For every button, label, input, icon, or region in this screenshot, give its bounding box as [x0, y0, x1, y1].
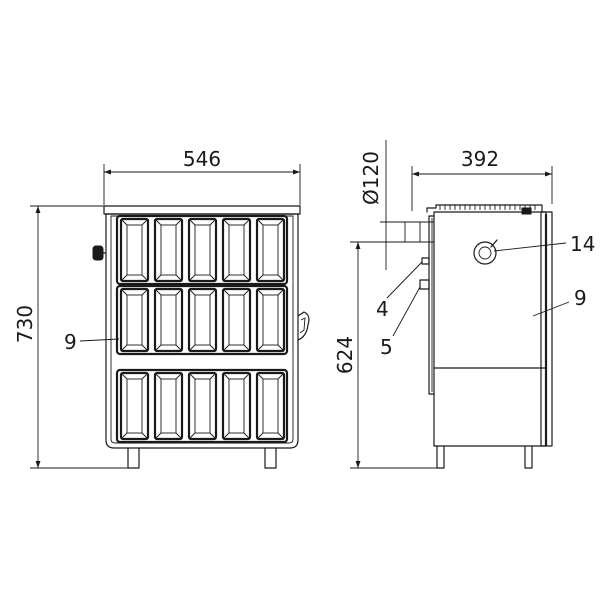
front-tile	[119, 371, 150, 441]
front-tile	[153, 217, 184, 283]
front-tile	[187, 287, 218, 353]
front-tile	[221, 371, 252, 441]
front-right-handle	[297, 311, 310, 341]
callout-front-9: 9	[64, 330, 120, 354]
side-front-lever	[419, 279, 430, 290]
front-tile	[255, 287, 286, 353]
front-tile	[153, 287, 184, 353]
front-tile	[255, 371, 286, 441]
front-tile-panel-middle	[115, 284, 289, 356]
dimension-label-546: 546	[183, 147, 221, 171]
callout-side-9: 9	[532, 286, 587, 317]
front-tile	[187, 371, 218, 441]
side-rear-panel-frame	[540, 211, 553, 447]
front-top-plate	[103, 205, 301, 215]
side-foot-front	[436, 445, 445, 469]
dimension-side-depth: 392	[411, 147, 553, 211]
dimension-front-width: 546	[103, 147, 301, 205]
callout-label-side-9: 9	[574, 286, 587, 310]
front-body-inner-outline	[110, 215, 294, 444]
dimension-flue-diameter: Ø120	[359, 140, 434, 270]
side-top-ribs	[439, 205, 536, 210]
side-front-door-edge	[428, 215, 435, 395]
callout-label-side-4: 4	[376, 297, 389, 321]
callout-side-4: 4	[376, 261, 423, 321]
side-flue-outlet-outer	[473, 241, 497, 265]
front-view	[92, 205, 310, 469]
front-tile	[187, 217, 218, 283]
front-tile	[119, 287, 150, 353]
dimension-side-height: 624	[333, 241, 437, 469]
side-foot-rear	[524, 445, 533, 469]
side-top-bracket	[521, 207, 532, 215]
front-tile-panel-bottom	[115, 368, 289, 444]
side-view	[419, 204, 553, 469]
front-tile-panel-top	[115, 214, 289, 286]
dimension-label-flue-diameter: Ø120	[359, 151, 383, 205]
callout-side-14: 14	[493, 232, 595, 256]
side-flue-outlet-handle	[490, 239, 498, 248]
side-flue-outlet-inner	[478, 246, 492, 260]
dimension-label-624: 624	[333, 336, 357, 374]
front-tile	[119, 217, 150, 283]
dimension-front-height: 730	[13, 205, 128, 469]
callout-label-front-9: 9	[64, 330, 77, 354]
dimension-label-392: 392	[461, 147, 499, 171]
front-foot-left	[127, 447, 140, 469]
front-tiles	[119, 217, 286, 441]
callout-side-5: 5	[380, 286, 421, 359]
front-tile	[221, 287, 252, 353]
front-right-handle-detail	[299, 317, 306, 334]
dimension-label-730: 730	[13, 305, 37, 343]
front-tile	[221, 217, 252, 283]
front-foot-right	[264, 447, 277, 469]
front-tile	[255, 217, 286, 283]
callout-label-side-5: 5	[380, 335, 393, 359]
side-front-knob	[421, 257, 430, 265]
side-top-plate	[426, 204, 543, 213]
front-left-knob	[92, 245, 104, 261]
front-tile	[153, 371, 184, 441]
callout-label-side-14: 14	[570, 232, 595, 256]
front-body-outline	[105, 213, 299, 449]
